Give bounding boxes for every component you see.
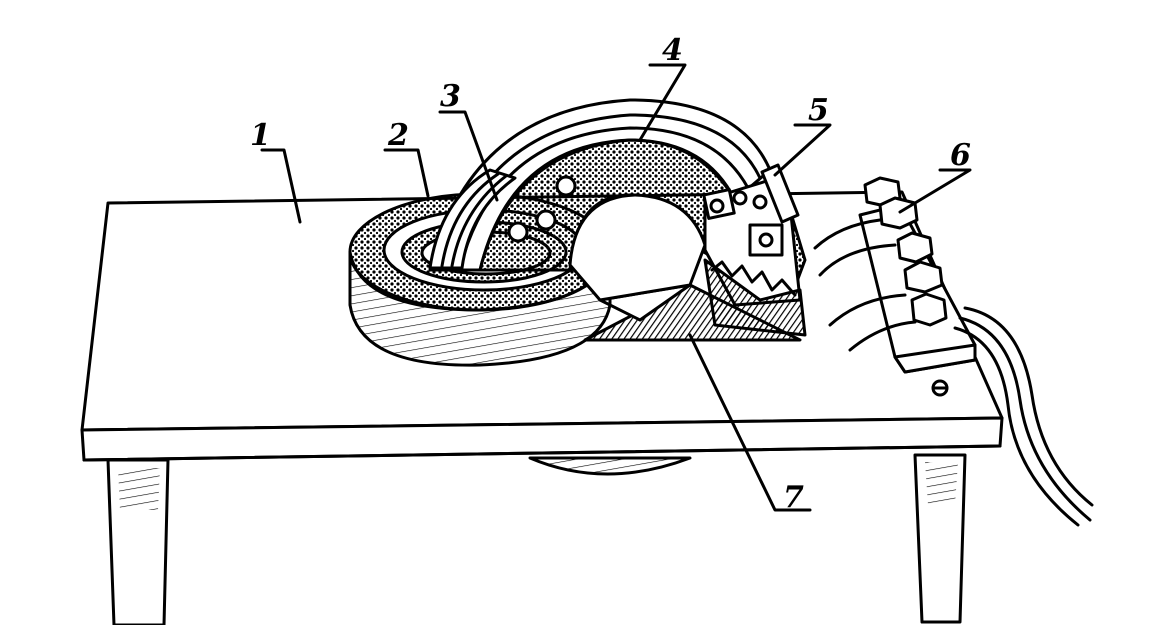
callout-leaders bbox=[260, 63, 972, 512]
callout-1: 1 bbox=[250, 118, 271, 153]
callout-3: 3 bbox=[440, 79, 461, 114]
terminal-nut bbox=[863, 176, 948, 327]
callout-5: 5 bbox=[808, 93, 829, 128]
clamp-block bbox=[702, 163, 807, 337]
callout-6: 6 bbox=[950, 138, 971, 173]
motor-housing bbox=[528, 456, 692, 476]
callout-2: 2 bbox=[387, 118, 409, 153]
terminal-strip bbox=[813, 176, 1094, 527]
callout-7: 7 bbox=[783, 480, 804, 515]
callout-4: 4 bbox=[662, 33, 683, 68]
